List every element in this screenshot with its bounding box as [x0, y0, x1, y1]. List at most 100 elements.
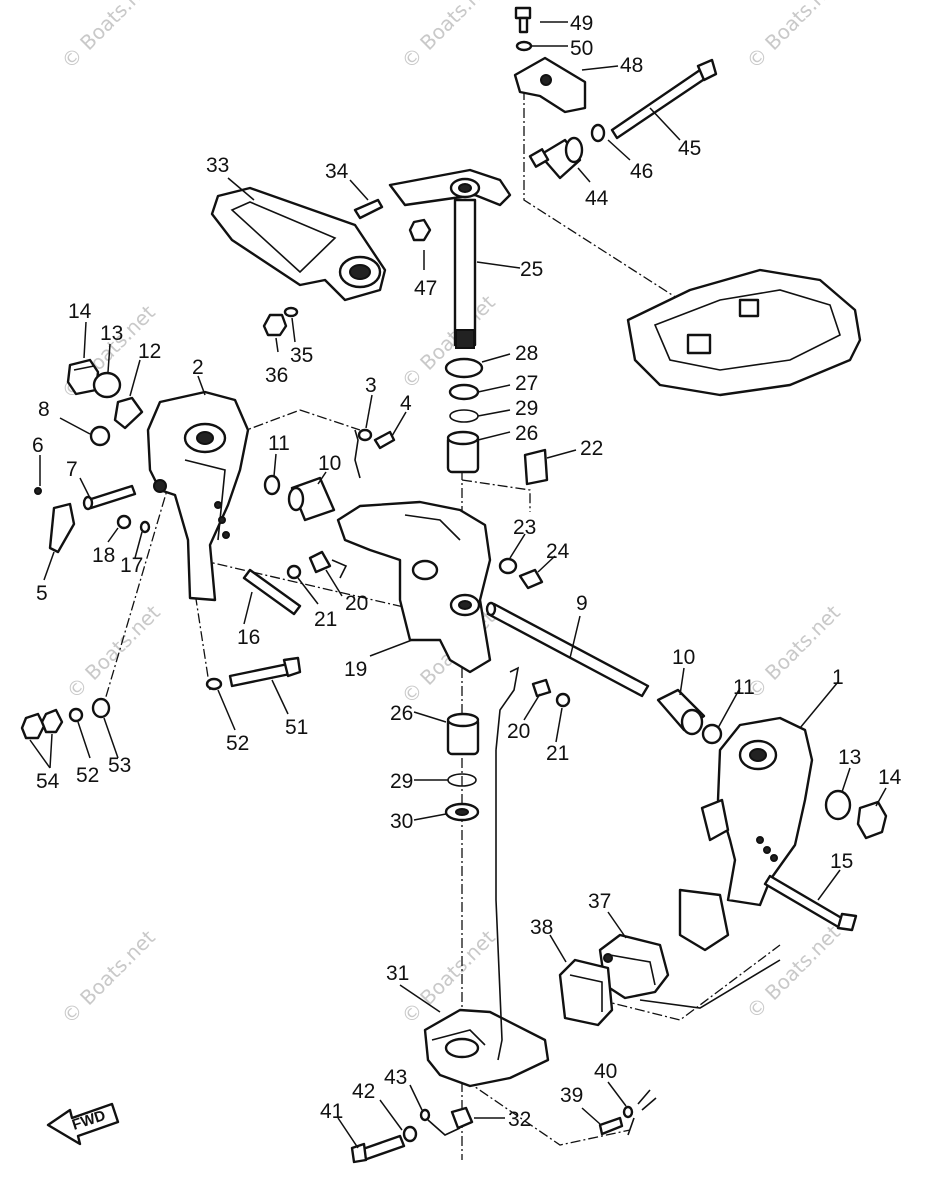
callout-33: 33	[206, 154, 229, 177]
part-42-washer	[402, 1125, 418, 1143]
callout-23: 23	[513, 516, 536, 539]
wire-lead	[639, 959, 781, 1009]
bracket-housing	[678, 888, 730, 952]
callout-29b: 29	[390, 770, 413, 793]
part-24-bolt	[518, 568, 544, 590]
part-46-washer	[590, 123, 606, 143]
part-12-plate	[113, 396, 144, 430]
callout-42: 42	[352, 1080, 375, 1103]
part-11-washer-lower	[701, 723, 723, 745]
callout-37: 37	[588, 890, 611, 913]
part-10-bushing-lower	[656, 688, 706, 736]
callout-24: 24	[546, 540, 570, 563]
callout-20b: 20	[507, 720, 530, 743]
leader-lines	[29, 21, 887, 1149]
callout-numbers: 49 50 48 45 46 44 33 34 47 25 14 13 12 3…	[32, 12, 902, 1131]
part-43-wire	[427, 1119, 461, 1136]
watermark: © Boats.net	[57, 0, 160, 74]
callout-32: 32	[508, 1108, 531, 1131]
part-32-clip	[450, 1106, 474, 1130]
part-36-nut	[262, 313, 288, 337]
part-35-washer	[283, 306, 299, 318]
part-9-tilt-shaft	[485, 601, 650, 698]
part-26-bushing-upper	[446, 430, 480, 474]
part-17-washer	[139, 520, 151, 534]
part-47-nut	[408, 218, 432, 242]
part-20-grease-nipple-upper	[308, 550, 332, 574]
callout-49: 49	[570, 12, 593, 35]
part-50-washer	[515, 40, 533, 52]
part-49-bolt	[514, 6, 532, 34]
part-25-steering-shaft	[388, 168, 512, 349]
part-11-washer-upper	[263, 474, 281, 496]
callout-6: 6	[32, 434, 44, 457]
watermark: © Boats.net	[57, 925, 160, 1028]
part-51-bolt	[228, 656, 302, 688]
part-7-spring	[82, 484, 137, 511]
part-43-collar	[419, 1108, 431, 1122]
part-52-washer-lower	[68, 707, 84, 723]
part-15-bolt	[763, 874, 858, 932]
part-14-nut-right	[856, 800, 888, 840]
callout-3: 3	[365, 374, 377, 397]
callout-7: 7	[66, 458, 78, 481]
part-13-bushing	[92, 371, 122, 399]
callout-54: 54	[36, 770, 60, 793]
callout-21a: 21	[314, 608, 337, 631]
callout-14b: 14	[878, 766, 902, 789]
watermark: © Boats.net	[62, 600, 165, 703]
part-6-pin	[34, 487, 42, 495]
fwd-arrow-icon: FWD	[46, 1102, 120, 1146]
callout-34: 34	[325, 160, 349, 183]
callout-50: 50	[570, 37, 593, 60]
part-48-clamp-hole	[540, 74, 552, 86]
callout-19: 19	[344, 658, 367, 681]
callout-27: 27	[515, 372, 538, 395]
callout-10b: 10	[672, 646, 695, 669]
callout-18: 18	[92, 544, 115, 567]
callout-40: 40	[594, 1060, 617, 1083]
callout-1: 1	[832, 666, 844, 689]
callout-11b: 11	[733, 676, 755, 699]
watermark: © Boats.net	[397, 0, 500, 74]
callout-8: 8	[38, 398, 50, 421]
part-21-cap-lower	[555, 692, 571, 708]
callout-12: 12	[138, 340, 161, 363]
part-52-washer-upper	[205, 677, 223, 691]
part-20-clip-lower	[495, 666, 520, 751]
bottom-cowling	[626, 268, 862, 397]
part-38-box	[558, 958, 614, 1027]
callout-26a: 26	[515, 422, 538, 445]
callout-44: 44	[585, 187, 609, 210]
callout-13a: 13	[100, 322, 123, 345]
callout-35: 35	[290, 344, 313, 367]
callout-43: 43	[384, 1066, 407, 1089]
callout-47: 47	[414, 277, 437, 300]
part-20-grease-nipple-lower	[531, 678, 552, 698]
part-1-clamp-bracket-right	[700, 716, 814, 907]
part-2-clamp-bracket-left	[146, 390, 250, 602]
part-29-oring	[449, 409, 479, 423]
wire-harness	[495, 750, 503, 1061]
part-41-bolt	[350, 1134, 406, 1164]
part-26-bushing-lower	[446, 712, 480, 756]
callout-51: 51	[285, 716, 308, 739]
part-30-seal	[444, 802, 480, 822]
callout-28: 28	[515, 342, 538, 365]
part-53-washer	[91, 697, 111, 719]
callout-26b: 26	[390, 702, 413, 725]
part-13-bushing-right	[824, 789, 852, 821]
part-10-bushing-upper	[287, 476, 336, 522]
part-3-clip-eye	[357, 428, 373, 442]
callout-52a: 52	[226, 732, 249, 755]
part-20-clip	[331, 559, 348, 579]
callout-21b: 21	[546, 742, 569, 765]
part-5-lever	[48, 502, 76, 554]
watermark: © Boats.net	[742, 600, 845, 703]
watermark: © Boats.net	[397, 290, 500, 393]
part-23-collar	[498, 557, 518, 575]
callout-15: 15	[830, 850, 853, 873]
callout-39: 39	[560, 1084, 583, 1107]
